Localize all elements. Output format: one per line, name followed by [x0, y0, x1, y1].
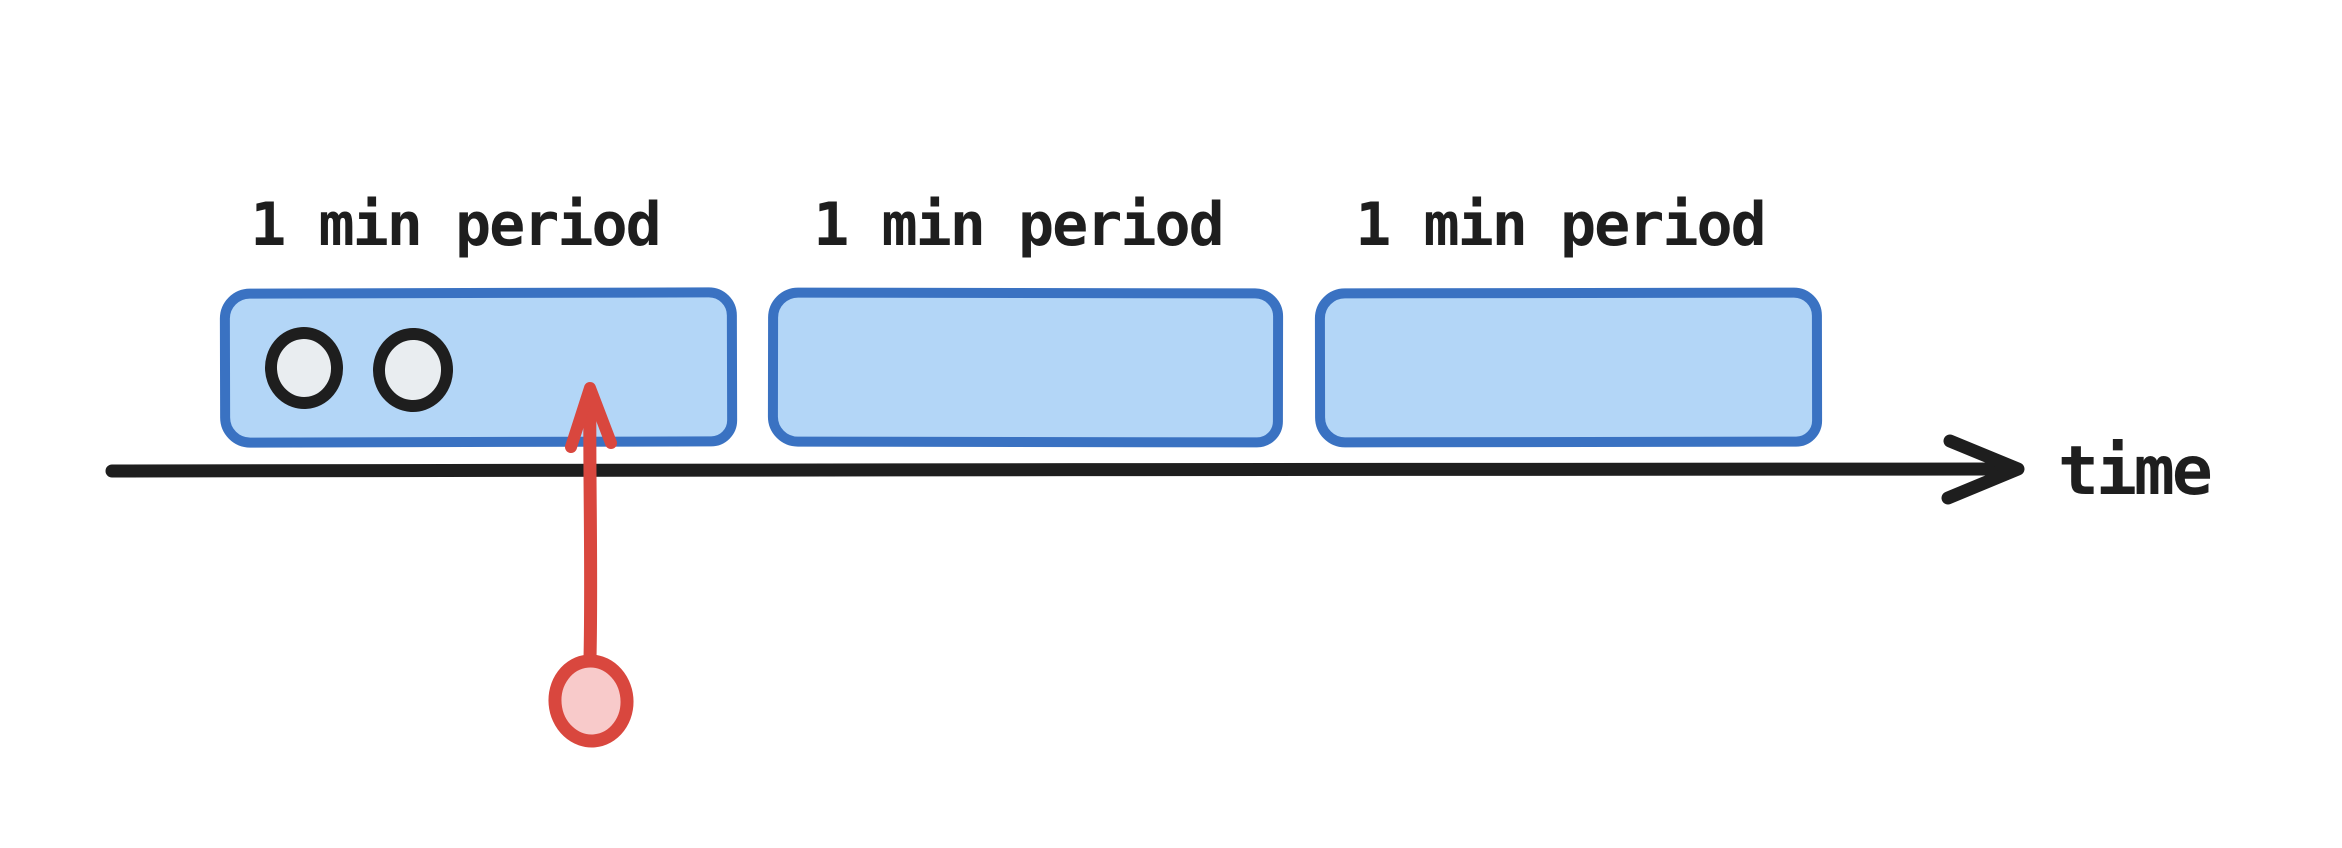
period-label-1: 1 min period	[250, 190, 661, 260]
period-label-3: 1 min period	[1355, 190, 1766, 260]
timeline-arrowhead-icon	[1941, 434, 2025, 505]
timeline-axis	[105, 462, 2013, 478]
period-box-2	[767, 287, 1284, 448]
period-label-2: 1 min period	[813, 190, 1224, 260]
period-box-1	[219, 287, 738, 448]
period-box-3	[1314, 287, 1823, 448]
time-axis-label: time	[2058, 432, 2213, 511]
event-marker-dot-icon	[548, 654, 634, 748]
